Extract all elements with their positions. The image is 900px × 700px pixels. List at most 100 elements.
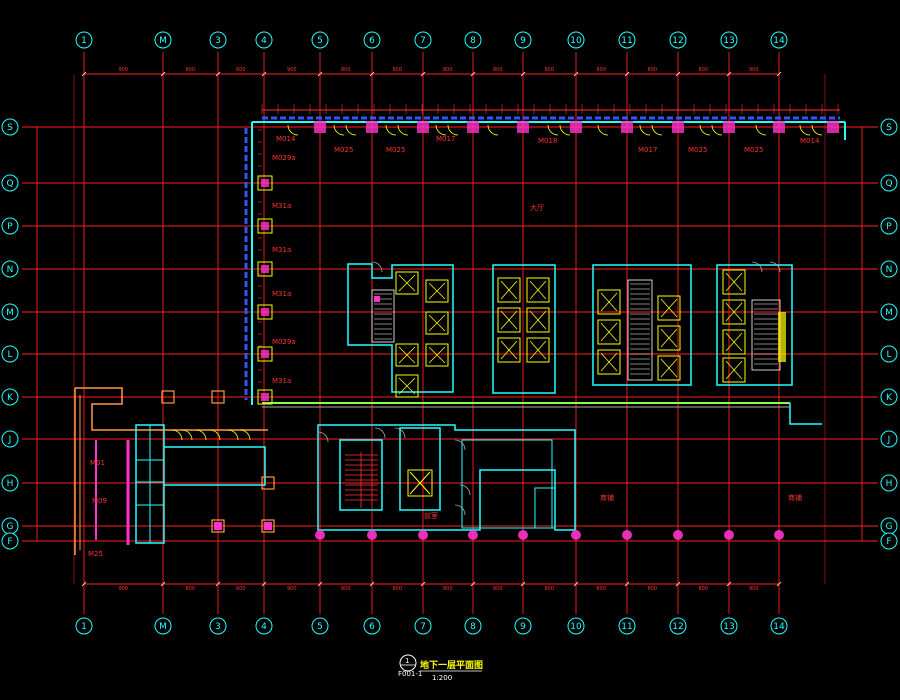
dimension-tick [573, 71, 579, 77]
elevator-cross [398, 346, 416, 364]
east-step-wall [789, 403, 822, 425]
axis-bubble-label: J [887, 435, 891, 445]
axis-bubble-label: 5 [317, 622, 323, 632]
axis-bubble-column [514, 31, 532, 49]
door-label: M025 [744, 146, 763, 154]
core-d-marker [778, 312, 786, 362]
axis-bubble-label: 11 [621, 622, 632, 632]
axis-bubble-row [880, 474, 898, 492]
axis-bubble-label: M [6, 308, 14, 318]
dimension-label: 900 [287, 586, 297, 592]
elevator-cross [660, 328, 678, 348]
core-a-marker [374, 296, 380, 302]
door-swing [447, 124, 459, 136]
column-sw [211, 390, 225, 404]
column-sw-core [214, 522, 222, 530]
door-swing [769, 261, 781, 273]
axis-bubble-label: Q [6, 179, 13, 189]
door-swing [459, 484, 471, 496]
elevator-cores [347, 263, 793, 398]
axis-bubble-column [669, 31, 687, 49]
axis-bubble-row [1, 260, 19, 278]
door-swing [227, 429, 239, 441]
column-west [257, 261, 273, 277]
axis-bubble-column [618, 617, 636, 635]
elevator-cross [428, 346, 446, 364]
door-swing [711, 124, 723, 136]
axis-bubble-row [1, 217, 19, 235]
dimension-tick [215, 71, 221, 77]
elevator-cross [529, 280, 547, 300]
dimension-tick [470, 71, 476, 77]
door-swing [317, 431, 329, 443]
column-west [257, 389, 273, 405]
elevator-shaft [497, 337, 521, 363]
door-swing [181, 429, 193, 441]
dimension-label: 800 [597, 586, 607, 592]
door-label: M025 [688, 146, 707, 154]
axis-bubble-label: 14 [773, 36, 785, 46]
door-label: M31a [272, 246, 291, 254]
room-east [461, 439, 553, 529]
elevator-shaft [497, 307, 521, 333]
axis-bubble-label: P [7, 222, 13, 232]
door-label: M01 [90, 459, 105, 467]
dimension-label: 900 [749, 67, 759, 73]
axis-bubble-label: 4 [261, 36, 267, 46]
elevator-cross [398, 377, 416, 395]
door-label: M31a [272, 377, 291, 385]
door-swing [651, 124, 663, 136]
axis-bubble-label: F [7, 537, 12, 547]
axis-bubble-label: 4 [261, 622, 267, 632]
door-label: M014 [276, 135, 296, 143]
column-north [570, 121, 582, 133]
title-scale: 1:200 [432, 674, 452, 682]
axis-bubble-label: 5 [317, 36, 323, 46]
column-south [673, 530, 683, 540]
axis-bubble-row [880, 532, 898, 550]
axis-bubble-column [669, 617, 687, 635]
door-labels-southwest: M01 M09 M25 [88, 459, 107, 558]
door-swing [287, 124, 299, 136]
axis-bubble-label: K [886, 393, 893, 403]
axis-bubble-column [154, 617, 172, 635]
room-label-hall: 大厅 [530, 203, 544, 212]
axis-bubble-label: 7 [420, 622, 426, 632]
door-swing [699, 124, 711, 136]
axis-bubble-label: 12 [672, 36, 683, 46]
door-swing [394, 427, 406, 439]
title-name: 地下一层平面图 [420, 659, 483, 671]
dimension-label: 800 [393, 586, 403, 592]
axis-bubble-label: M [159, 36, 167, 46]
structural-columns [161, 121, 839, 540]
door-swing [385, 124, 397, 136]
dimension-label: 600 [236, 586, 246, 592]
column-north [773, 121, 785, 133]
axis-bubble-row [880, 345, 898, 363]
door-swing [454, 439, 466, 451]
door-swing [171, 429, 183, 441]
door-labels-west: M029a M31a M31a M31a M029a M31a [272, 154, 296, 385]
dimension-tick [369, 581, 375, 587]
elevator-cross [500, 310, 518, 330]
column-west-core [261, 179, 269, 187]
door-label: M017 [638, 146, 657, 154]
elevator-shaft [526, 307, 550, 333]
axis-bubble-row [880, 217, 898, 235]
axis-bubble-label: 9 [520, 36, 526, 46]
dimension-label: 800 [341, 67, 351, 73]
door-label: M017 [436, 135, 455, 143]
axis-bubble-row [880, 118, 898, 136]
column-west-core [261, 393, 269, 401]
core-c-stair [627, 279, 653, 381]
axis-bubble-label: 12 [672, 622, 683, 632]
dimension-label: 900 [119, 67, 129, 73]
elevator-shaft [597, 349, 621, 375]
dimension-label: 800 [443, 586, 453, 592]
axis-bubble-label: S [7, 123, 13, 133]
dimension-tick [261, 581, 267, 587]
elevator-shaft [657, 355, 681, 381]
axis-bubble-row [1, 118, 19, 136]
axis-bubble-column [720, 617, 738, 635]
